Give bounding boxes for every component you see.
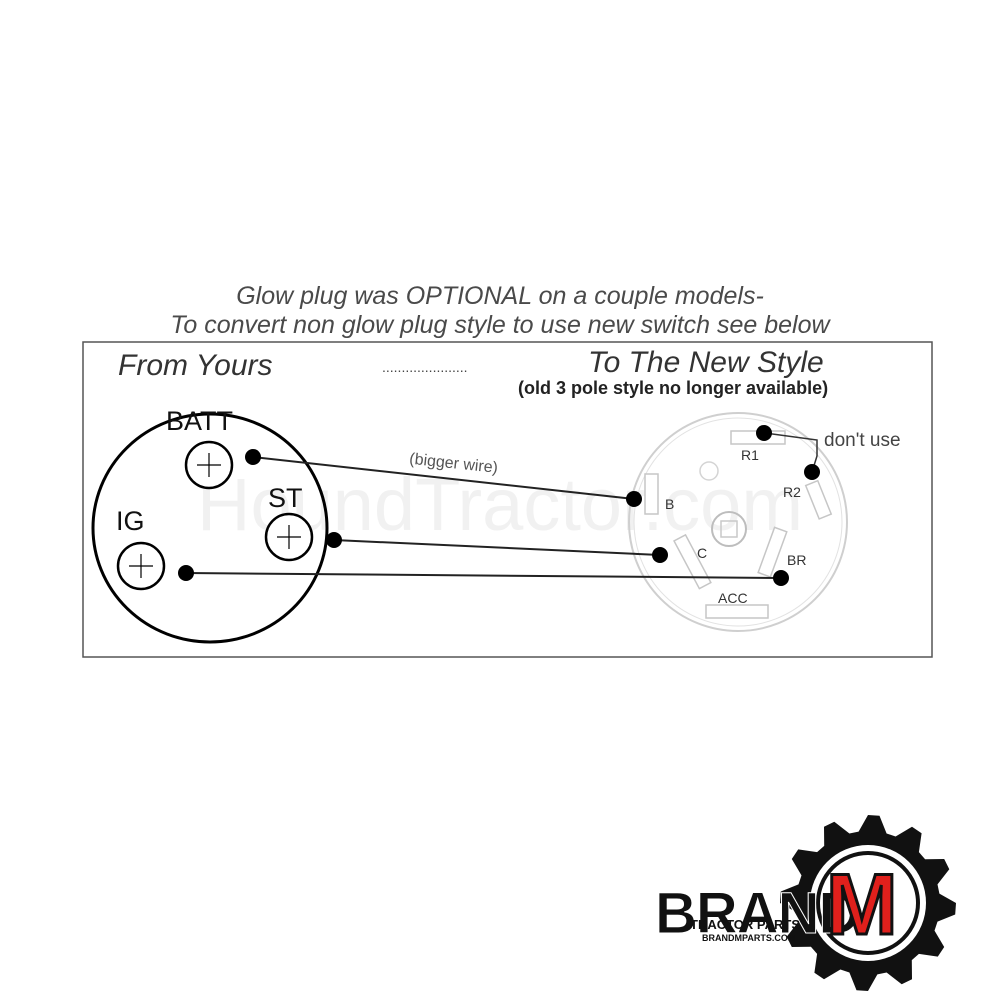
c-slot [673, 533, 712, 590]
c-dot [652, 547, 668, 563]
to-label: To The New Style [588, 346, 824, 379]
b-dot [626, 491, 642, 507]
wire-ig-to-br [185, 572, 782, 579]
batt-dot [245, 449, 261, 465]
from-label: From Yours [118, 349, 273, 382]
wire-batt-to-b [252, 456, 635, 500]
st-dot [326, 532, 342, 548]
acc-label: ACC [718, 590, 748, 606]
br-dot [773, 570, 789, 586]
b-slot [644, 473, 659, 515]
wire-st-to-c [333, 539, 661, 556]
r2-slot [804, 479, 833, 520]
r1-label: R1 [741, 447, 759, 463]
brand-m-logo: BRAND M TRACTOR PARTS BRANDMPARTS.COM [655, 815, 956, 991]
logo-url: BRANDMPARTS.COM [702, 933, 795, 943]
ig-dot [178, 565, 194, 581]
header-line-1: Glow plug was OPTIONAL on a couple model… [236, 282, 764, 310]
new-switch-body [628, 412, 848, 632]
gear-icon [780, 815, 956, 991]
dots-separator: ...................... [382, 359, 468, 375]
old-switch-body [91, 412, 329, 644]
acc-slot [705, 604, 769, 619]
logo-brand-text: BRAND [655, 881, 859, 946]
diagram-frame [82, 341, 933, 658]
logo-m-letter: M [826, 857, 898, 953]
br-label: BR [787, 552, 806, 568]
dont-use-note: don't use [824, 430, 901, 451]
c-label: C [697, 545, 707, 561]
r2-label: R2 [783, 484, 801, 500]
header-line-2: To convert non glow plug style to use ne… [170, 311, 830, 339]
logo-tagline: TRACTOR PARTS [690, 917, 800, 932]
br-slot [757, 526, 788, 578]
r1-dot [756, 425, 772, 441]
to-sublabel: (old 3 pole style no longer available) [518, 378, 828, 398]
st-label: ST [268, 483, 303, 513]
r2-dot [804, 464, 820, 480]
batt-label: BATT [166, 406, 233, 436]
jumper-wire [764, 432, 818, 473]
ig-terminal [116, 541, 166, 591]
batt-terminal [184, 440, 234, 490]
old-switch: BATT ST IG [91, 406, 329, 644]
new-switch: R1 R2 B C BR ACC don't use [628, 412, 901, 632]
ig-label: IG [116, 506, 145, 536]
b-label: B [665, 496, 674, 512]
st-terminal [264, 512, 314, 562]
new-switch-hub [711, 511, 747, 547]
